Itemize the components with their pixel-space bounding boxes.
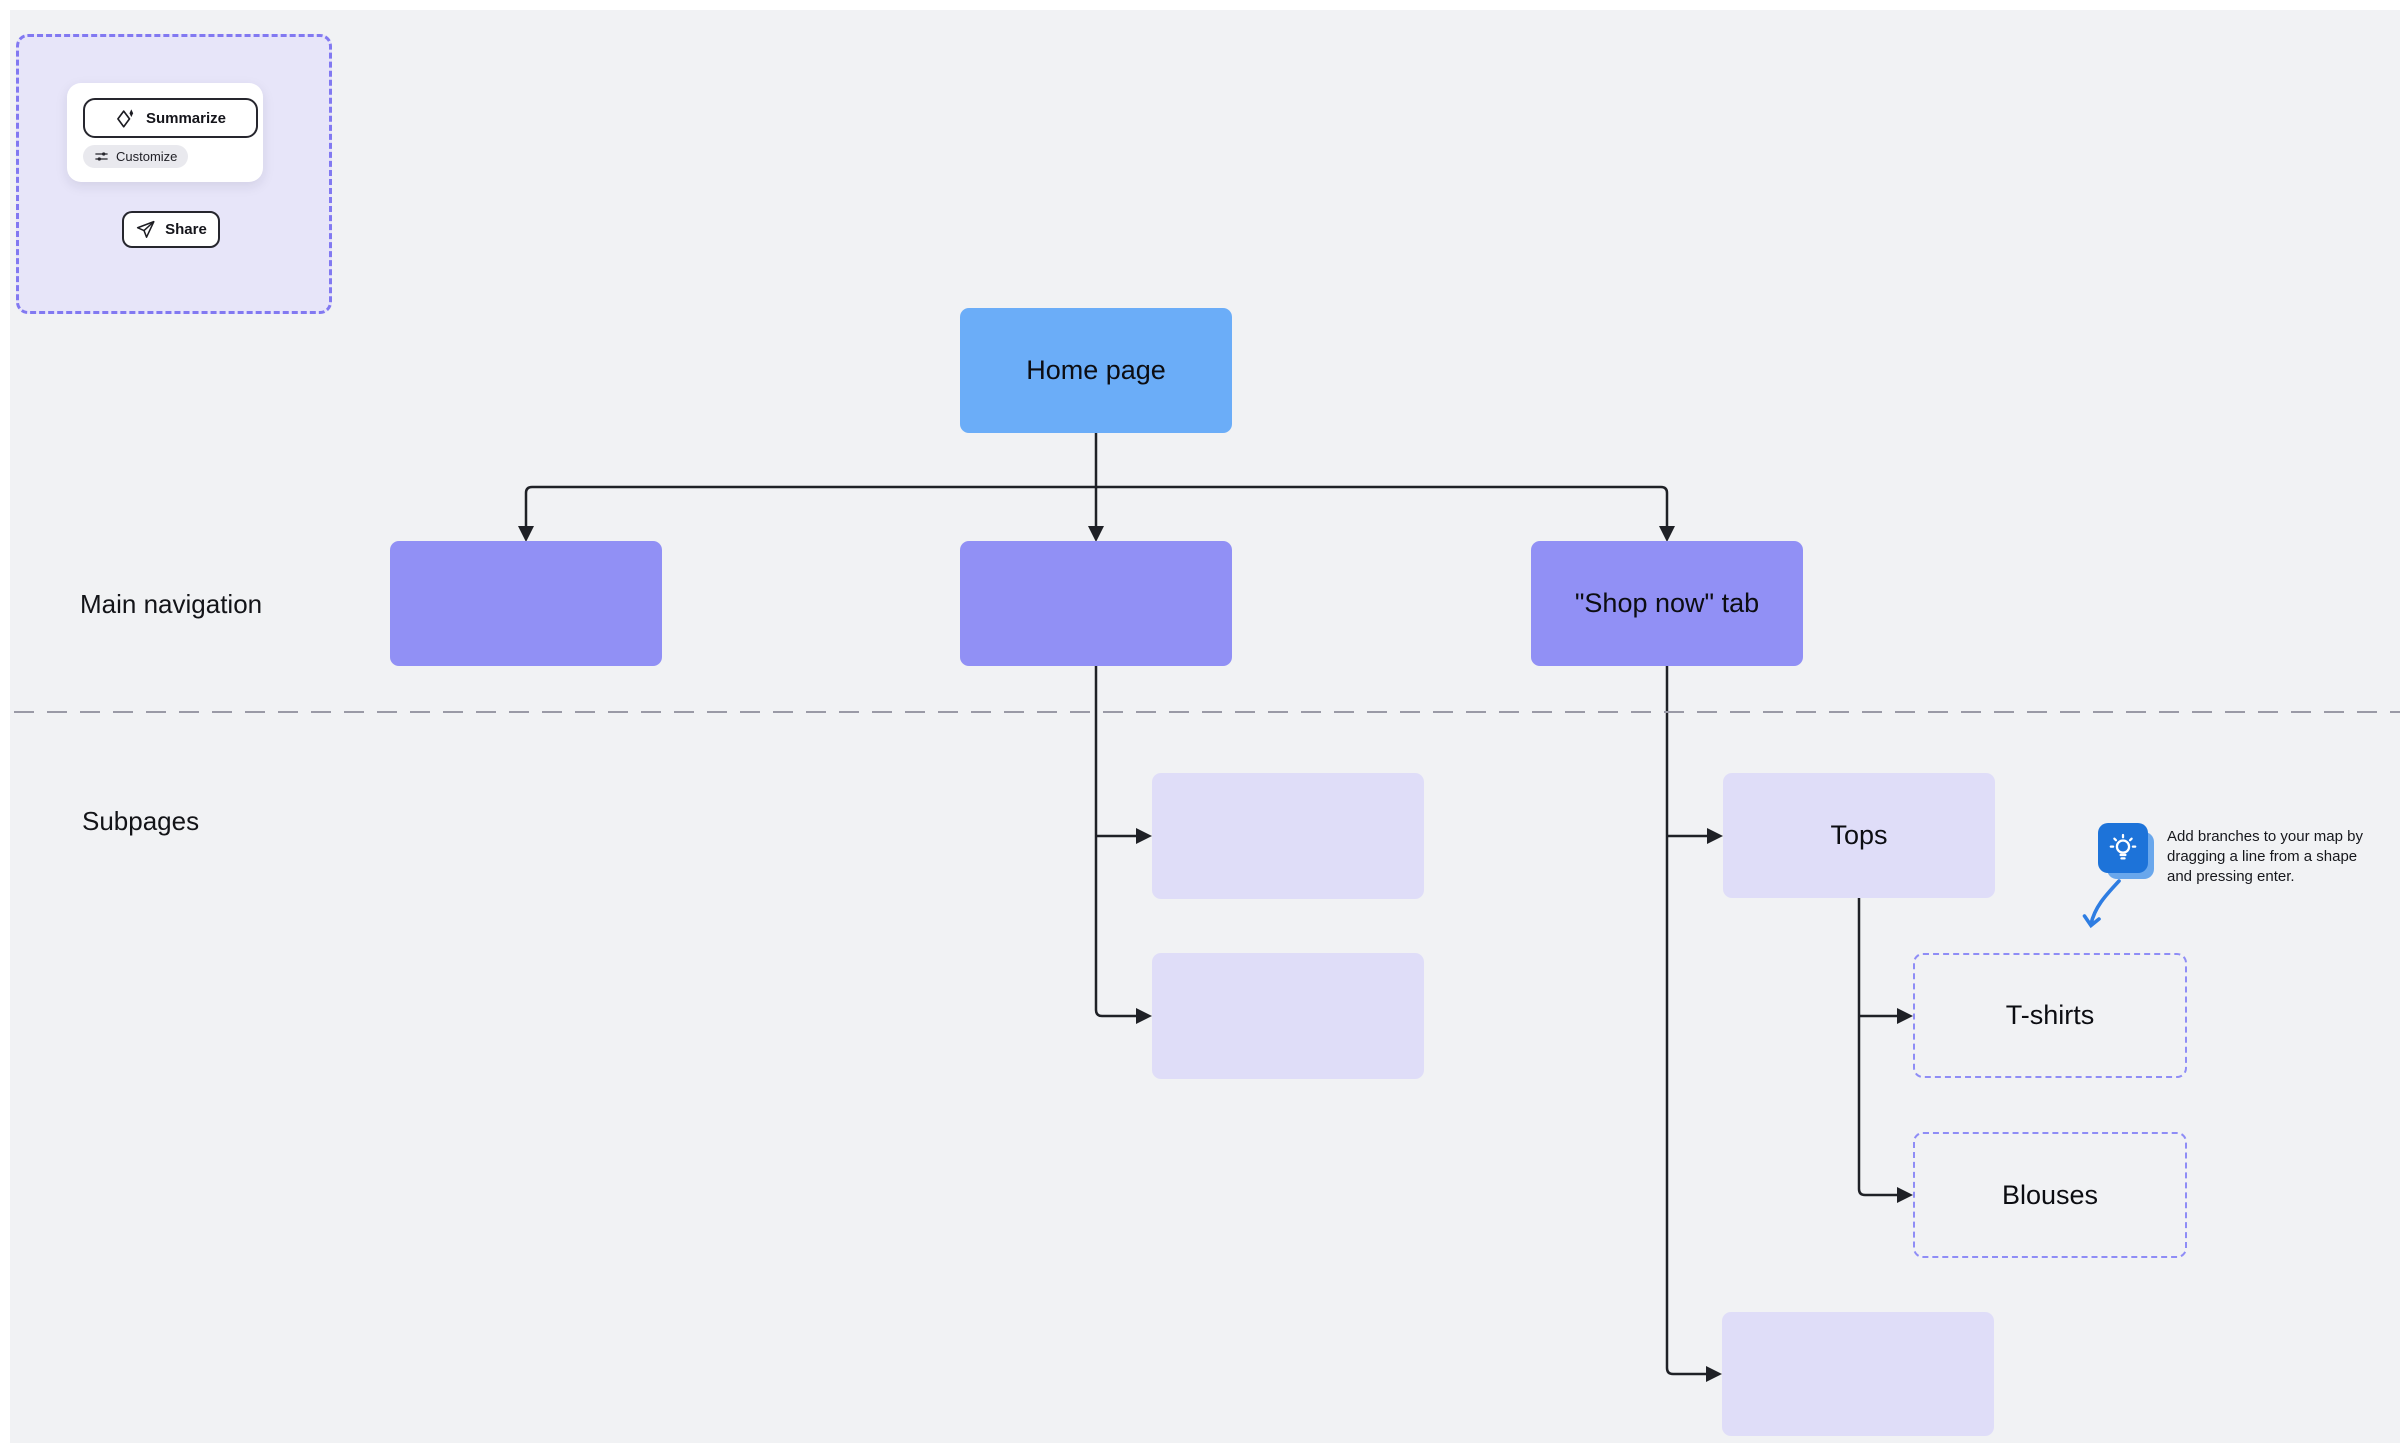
node-t-shirts-label: T-shirts — [2005, 1000, 2095, 1030]
curved-arrow-icon — [2082, 879, 2121, 929]
node-subpage-middle-1[interactable] — [1152, 773, 1424, 899]
lightbulb-icon — [2098, 823, 2148, 873]
customize-label: Customize — [116, 149, 178, 164]
node-tops[interactable]: Tops — [1723, 773, 1995, 898]
node-nav-left[interactable] — [390, 541, 662, 666]
share-label: Share — [165, 221, 207, 238]
node-t-shirts[interactable]: T-shirts — [1913, 953, 2187, 1078]
node-shop-now-tab-label: "Shop now" tab — [1574, 588, 1760, 618]
row-label-subpages[interactable]: Subpages — [82, 806, 200, 836]
tip-text-line2: dragging a line from a shape — [2167, 848, 2358, 865]
row-label-main-navigation[interactable]: Main navigation — [80, 589, 263, 619]
node-subpage-shop-bottom[interactable] — [1722, 1312, 1994, 1436]
customize-button[interactable]: Customize — [83, 145, 189, 168]
node-home-page[interactable]: Home page — [960, 308, 1232, 433]
summarize-label: Summarize — [145, 109, 227, 127]
node-home-page-label: Home page — [1026, 355, 1166, 385]
node-tops-label: Tops — [1830, 820, 1888, 850]
share-button[interactable]: Share — [122, 211, 220, 248]
node-subpage-middle-2[interactable] — [1152, 953, 1424, 1079]
sliders-icon — [94, 149, 109, 164]
paper-plane-icon — [135, 219, 156, 240]
row-divider — [14, 711, 2400, 713]
node-shop-now-tab[interactable]: "Shop now" tab — [1531, 541, 1803, 666]
node-nav-middle[interactable] — [960, 541, 1232, 666]
tip-text-line3: and pressing enter. — [2167, 868, 2295, 885]
whiteboard-canvas[interactable] — [10, 10, 2400, 1443]
sparkle-icon — [115, 107, 137, 129]
tip-text-line1: Add branches to your map by — [2167, 828, 2363, 845]
tip-text: Add branches to your map by dragging a l… — [2167, 827, 2382, 887]
node-blouses-label: Blouses — [2001, 1179, 2099, 1210]
node-blouses[interactable]: Blouses — [1913, 1132, 2187, 1258]
summarize-button[interactable]: Summarize — [83, 98, 258, 138]
